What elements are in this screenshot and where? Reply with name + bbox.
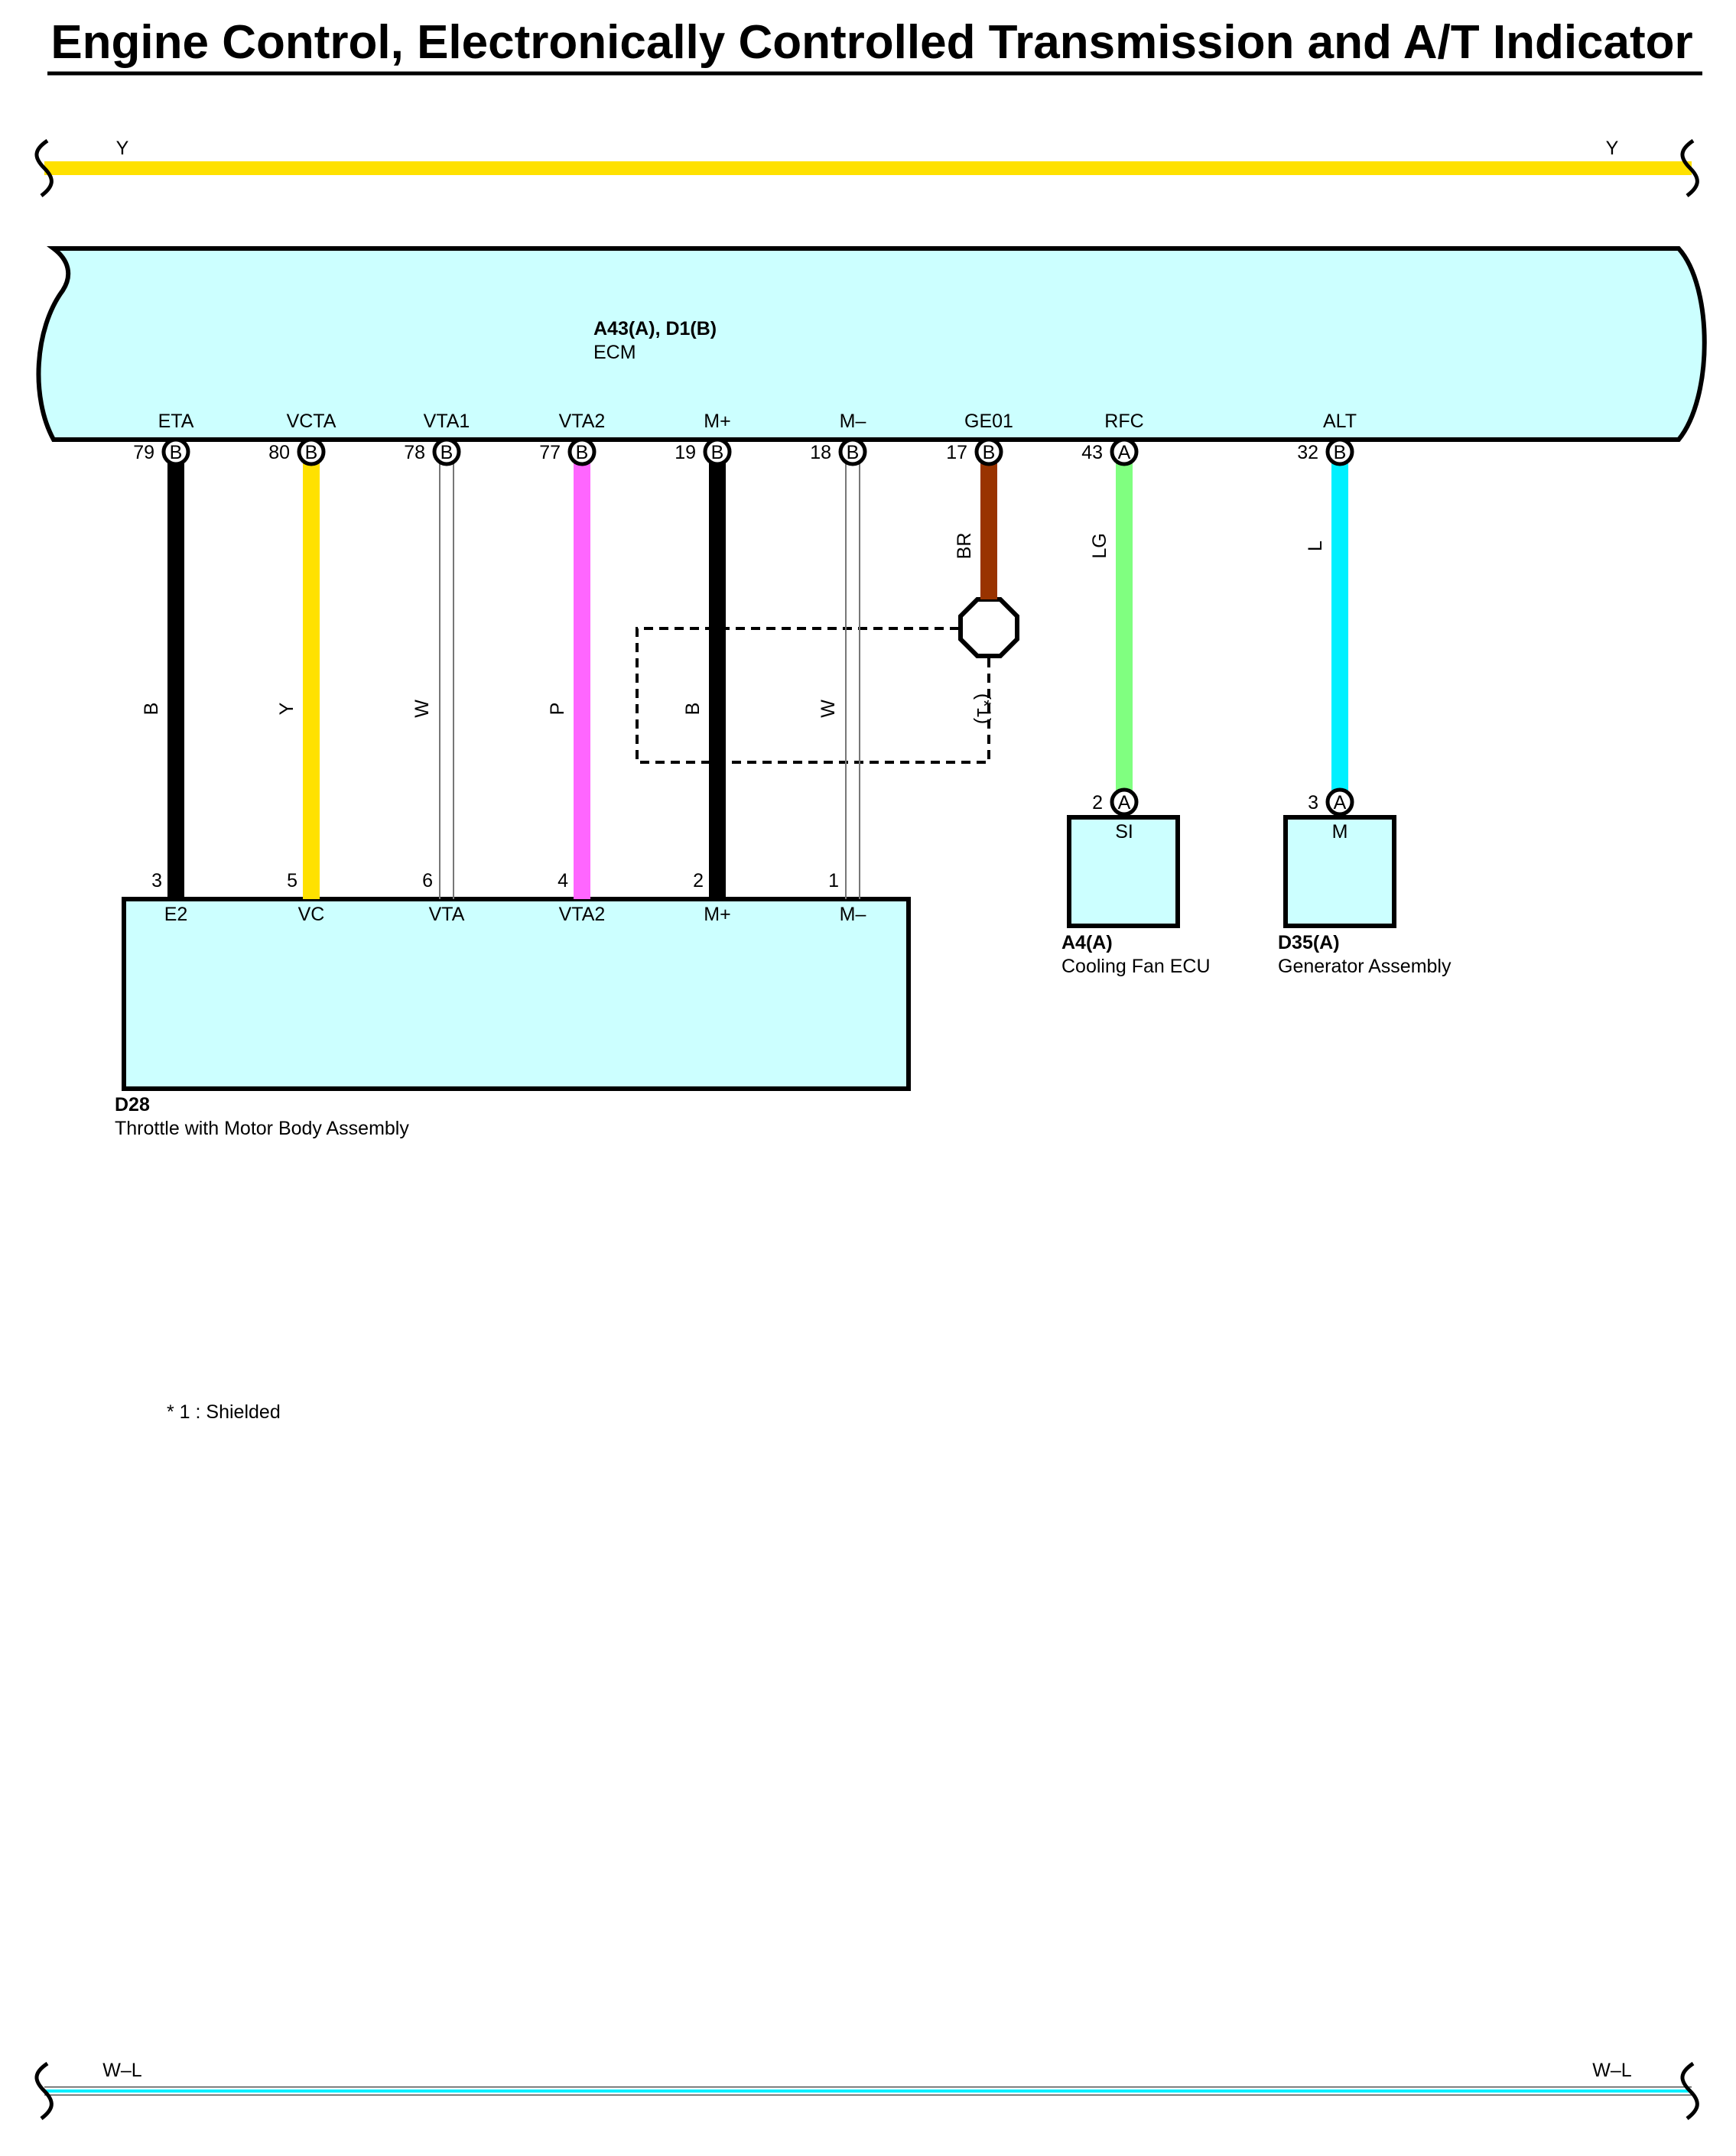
- ecm-pin-number-mminus: 18: [810, 442, 831, 463]
- top-bus: Y Y: [34, 138, 1699, 197]
- shield-dashed-box: [636, 627, 990, 764]
- ecm-pin-connector-alt: B: [1334, 442, 1347, 463]
- ecm-pin-connector-mplus: B: [711, 442, 724, 463]
- wire-color-label-mplus: B: [682, 703, 704, 716]
- ecm-pin-number-vcta: 80: [268, 442, 290, 463]
- generator-assembly-name: Generator Assembly: [1278, 956, 1452, 977]
- target-pin-number-rfc: 2: [1092, 792, 1103, 813]
- ecm-terminal-ge01: GE01: [964, 411, 1013, 432]
- target-pin-number-eta: 3: [151, 870, 162, 891]
- target-pin-circle-alt: [1325, 787, 1354, 817]
- ecm-name: ECM: [593, 342, 636, 363]
- target-terminal-mplus: M+: [704, 904, 730, 925]
- wire-color-label-vta2: P: [547, 703, 568, 716]
- target-terminal-eta: E2: [164, 904, 188, 925]
- top-bus-left-break: [34, 138, 54, 197]
- ecm-pin-connector-rfc: A: [1118, 442, 1131, 463]
- generator-assembly-code: D35(A): [1278, 932, 1340, 953]
- ecm-pin-circle-eta: [161, 437, 190, 466]
- target-pin-connector-rfc: A: [1118, 792, 1131, 813]
- ecm-code: A43(A), D1(B): [593, 318, 717, 339]
- throttle-code: D28: [115, 1094, 150, 1115]
- ecm-terminal-alt: ALT: [1323, 411, 1357, 432]
- ecm-pin-number-vta2: 77: [539, 442, 561, 463]
- target-terminal-rfc: SI: [1115, 821, 1133, 843]
- cooling-fan-ecu-code: A4(A): [1061, 932, 1113, 953]
- ecm-pin-circle-vcta: [297, 437, 326, 466]
- ecm-pin-number-ge01: 17: [946, 442, 967, 463]
- ecm-terminal-vta1: VTA1: [424, 411, 470, 432]
- ecm-pin-circle-ge01: [974, 437, 1003, 466]
- wire-color-label-rfc: LG: [1089, 533, 1110, 558]
- ecm-pin-circle-alt: [1325, 437, 1354, 466]
- target-pin-number-vcta: 5: [287, 870, 297, 891]
- throttle-block: D28 Throttle with Motor Body Assembly: [115, 897, 911, 1139]
- ecm-terminal-vcta: VCTA: [287, 411, 336, 432]
- ecm-terminal-mplus: M+: [704, 411, 730, 432]
- bottom-bus-left-label: W–L: [102, 2060, 142, 2081]
- ecm-pin-number-alt: 32: [1297, 442, 1318, 463]
- ecm-pin-connector-eta: B: [170, 442, 183, 463]
- ecm-terminal-mminus: M–: [840, 411, 866, 432]
- ecm-pin-connector-mminus: B: [847, 442, 860, 463]
- ecm-pin-connector-vcta: B: [305, 442, 318, 463]
- ecm-pin-connector-ge01: B: [983, 442, 996, 463]
- top-bus-left-label: Y: [116, 138, 129, 159]
- bottom-bus: W–L W–L: [34, 2060, 1699, 2120]
- ecm-outline: [36, 246, 1707, 442]
- throttle-outline: [122, 897, 911, 1091]
- ecm-terminal-vta2: VTA2: [559, 411, 606, 432]
- ecm-pin-circle-vta1: [432, 437, 461, 466]
- wire-color-label-eta: B: [141, 703, 162, 716]
- target-terminal-mminus: M–: [840, 904, 866, 925]
- top-bus-right-break: [1680, 138, 1699, 197]
- wire-color-label-vcta: Y: [276, 702, 297, 715]
- target-terminal-vta1: VTA: [429, 904, 465, 925]
- wire-color-label-alt: L: [1305, 541, 1326, 551]
- ecm-pin-circle-mplus: [703, 437, 732, 466]
- target-terminal-vta2: VTA2: [559, 904, 606, 925]
- target-pin-circle-rfc: [1110, 787, 1139, 817]
- target-terminal-alt: M: [1332, 821, 1348, 843]
- cooling-fan-ecu-block: A4(A) Cooling Fan ECU: [1061, 815, 1211, 977]
- footnote: * 1 : Shielded: [167, 1401, 281, 1423]
- wire-color-label-ge01: BR: [954, 533, 975, 560]
- cooling-fan-ecu-name: Cooling Fan ECU: [1061, 956, 1211, 977]
- cooling-fan-ecu-outline: [1067, 815, 1180, 928]
- ecm-pin-number-rfc: 43: [1081, 442, 1103, 463]
- top-bus-right-label: Y: [1606, 138, 1619, 159]
- page-title: Engine Control, Electronically Controlle…: [50, 16, 1692, 69]
- ecm-block: A43(A), D1(B) ECM: [36, 246, 1707, 442]
- bottom-bus-right-break: [1680, 2061, 1699, 2120]
- ecm-pin-circle-rfc: [1110, 437, 1139, 466]
- target-pin-number-vta2: 4: [558, 870, 568, 891]
- ecm-pin-number-mplus: 19: [675, 442, 696, 463]
- target-pin-connector-alt: A: [1334, 792, 1347, 813]
- ecm-pin-number-vta1: 78: [404, 442, 425, 463]
- ecm-pin-circle-mminus: [838, 437, 867, 466]
- ecm-terminal-eta: ETA: [158, 411, 194, 432]
- wire-color-label-mminus: W: [818, 700, 839, 718]
- target-terminal-vcta: VC: [298, 904, 325, 925]
- target-pin-number-mplus: 2: [693, 870, 704, 891]
- ecm-terminal-rfc: RFC: [1104, 411, 1143, 432]
- ecm-pin-connector-vta1: B: [441, 442, 454, 463]
- target-pin-number-mminus: 1: [828, 870, 839, 891]
- wire-color-label-vta1: W: [411, 700, 433, 718]
- target-pin-number-alt: 3: [1308, 792, 1318, 813]
- shield-ground-octagon-icon: [958, 597, 1019, 658]
- throttle-name: Throttle with Motor Body Assembly: [115, 1118, 409, 1139]
- generator-assembly-block: D35(A) Generator Assembly: [1278, 815, 1452, 977]
- bottom-bus-left-break: [34, 2061, 54, 2120]
- target-pin-number-vta1: 6: [422, 870, 433, 891]
- bottom-bus-right-label: W–L: [1592, 2060, 1632, 2081]
- ecm-pin-connector-vta2: B: [576, 442, 589, 463]
- generator-assembly-outline: [1283, 815, 1396, 928]
- shield-group: (*1): [636, 597, 1019, 764]
- shield-label: (*1): [973, 693, 994, 724]
- ecm-pin-number-eta: 79: [133, 442, 154, 463]
- ecm-pin-circle-vta2: [567, 437, 597, 466]
